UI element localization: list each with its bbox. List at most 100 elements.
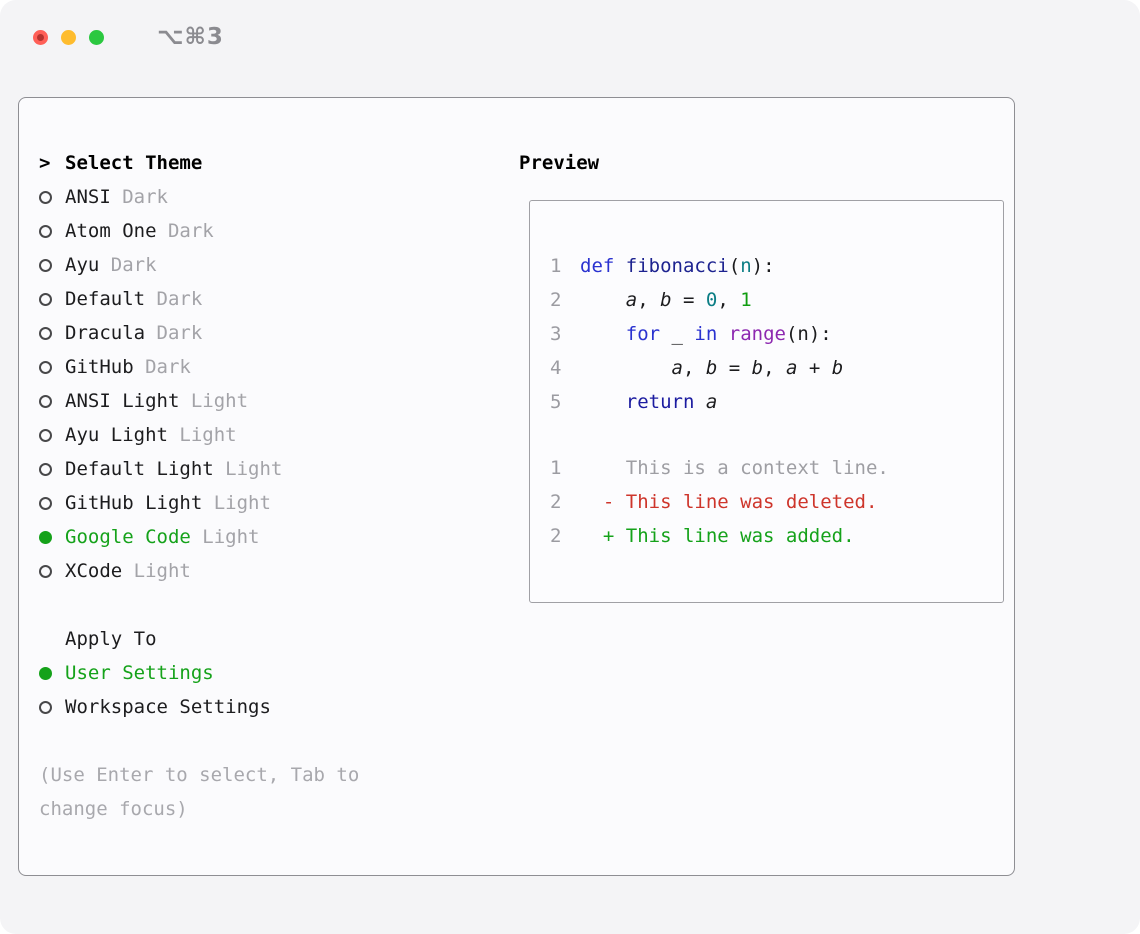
preview-title: Preview (519, 152, 600, 174)
code-token: a (625, 289, 638, 311)
code-line: 4 a, b = b, a + b (550, 351, 1003, 385)
diff-text: - This line was deleted. (580, 491, 878, 513)
radio-icon (39, 564, 52, 578)
line-number: 5 (550, 391, 562, 413)
radio-icon (39, 292, 52, 306)
theme-name: Dracula (65, 322, 146, 344)
theme-name: GitHub (65, 356, 134, 378)
code-text: def fibonacci(n): (580, 255, 775, 277)
code-token: b (751, 357, 764, 379)
line-number: 4 (550, 357, 562, 379)
theme-name: GitHub Light (65, 492, 203, 514)
theme-variant: Light (122, 560, 191, 582)
theme-name: Google Code (65, 526, 191, 548)
diff-line: 2 - This line was deleted. (550, 485, 1003, 519)
theme-option[interactable]: Google Code Light (39, 520, 501, 554)
code-token (614, 255, 625, 277)
code-token: fibonacci (625, 255, 729, 277)
theme-name: ANSI (65, 186, 111, 208)
theme-name: Default Light (65, 458, 214, 480)
radio-icon (39, 428, 52, 442)
diff-text: This is a context line. (580, 457, 889, 479)
code-token: ): (751, 255, 775, 277)
theme-option[interactable]: Default Light Light (39, 452, 501, 486)
line-number: 2 (550, 491, 562, 513)
apply-to-label: User Settings (65, 662, 214, 684)
code-token: for (625, 323, 661, 345)
theme-variant: Light (213, 458, 283, 480)
theme-variant: Dark (145, 288, 203, 310)
theme-option[interactable]: ANSI Light Light (39, 384, 501, 418)
radio-icon (39, 224, 52, 238)
code-token: def (580, 255, 615, 277)
theme-option[interactable]: Dracula Dark (39, 316, 501, 350)
code-token: = (671, 289, 706, 311)
theme-option[interactable]: ANSI Dark (39, 180, 501, 214)
titlebar: ⌥⌘3 (0, 0, 1140, 97)
radio-icon (39, 700, 52, 714)
window-shortcut-label: ⌥⌘3 (157, 24, 224, 50)
radio-icon (39, 462, 52, 476)
code-line: 5 return a (550, 385, 1003, 419)
minimize-button[interactable] (61, 30, 76, 45)
code-token: 1 (740, 289, 752, 311)
radio-icon (39, 394, 52, 408)
code-token (694, 391, 705, 413)
diff-text: + This line was added. (580, 525, 855, 547)
code-token: a (785, 357, 798, 379)
code-token: return (625, 391, 695, 413)
code-token: in (694, 323, 718, 345)
code-token: a (705, 391, 718, 413)
line-number: 3 (550, 323, 562, 345)
code-token: (n): (785, 323, 832, 345)
theme-variant: Dark (99, 254, 157, 276)
theme-option[interactable]: Default Dark (39, 282, 501, 316)
code-text: for _ in range(n): (580, 323, 832, 345)
zoom-button[interactable] (89, 30, 104, 45)
apply-to-option[interactable]: User Settings (39, 656, 501, 690)
theme-name: Ayu (65, 254, 100, 276)
code-token: 0 (705, 289, 718, 311)
diff-line: 2 + This line was added. (550, 519, 1003, 553)
code-token: _ (660, 323, 695, 345)
code-token (580, 323, 626, 345)
radio-selected-icon (39, 530, 52, 544)
theme-option[interactable]: GitHub Light Light (39, 486, 501, 520)
theme-option[interactable]: XCode Light (39, 554, 501, 588)
code-text: a, b = 0, 1 (580, 289, 752, 311)
theme-name: Ayu Light (65, 424, 168, 446)
theme-option[interactable]: Atom One Dark (39, 214, 501, 248)
apply-to-option[interactable]: Workspace Settings (39, 690, 501, 724)
diff-line: 1 This is a context line. (550, 451, 1003, 485)
radio-icon (39, 360, 52, 374)
theme-option[interactable]: Ayu Light Light (39, 418, 501, 452)
code-token (580, 391, 626, 413)
theme-variant: Dark (110, 186, 168, 208)
code-token: range (728, 323, 786, 345)
close-button[interactable] (33, 30, 48, 45)
theme-option[interactable]: GitHub Dark (39, 350, 501, 384)
theme-variant: Light (167, 424, 237, 446)
radio-icon (39, 326, 52, 340)
hint-text: (Use Enter to select, Tab to change focu… (39, 764, 360, 820)
code-token: n (740, 255, 752, 277)
line-number: 1 (550, 255, 562, 277)
theme-name: Default (65, 288, 146, 310)
radio-icon (39, 496, 52, 510)
theme-option[interactable]: Ayu Dark (39, 248, 501, 282)
theme-variant: Light (190, 526, 260, 548)
code-token: + (797, 357, 832, 379)
code-token: , (682, 357, 706, 379)
theme-variant: Dark (145, 322, 203, 344)
code-token: a (671, 357, 683, 379)
theme-variant: Dark (133, 356, 191, 378)
code-token: b (705, 357, 718, 379)
radio-selected-icon (39, 666, 52, 680)
theme-variant: Light (179, 390, 249, 412)
